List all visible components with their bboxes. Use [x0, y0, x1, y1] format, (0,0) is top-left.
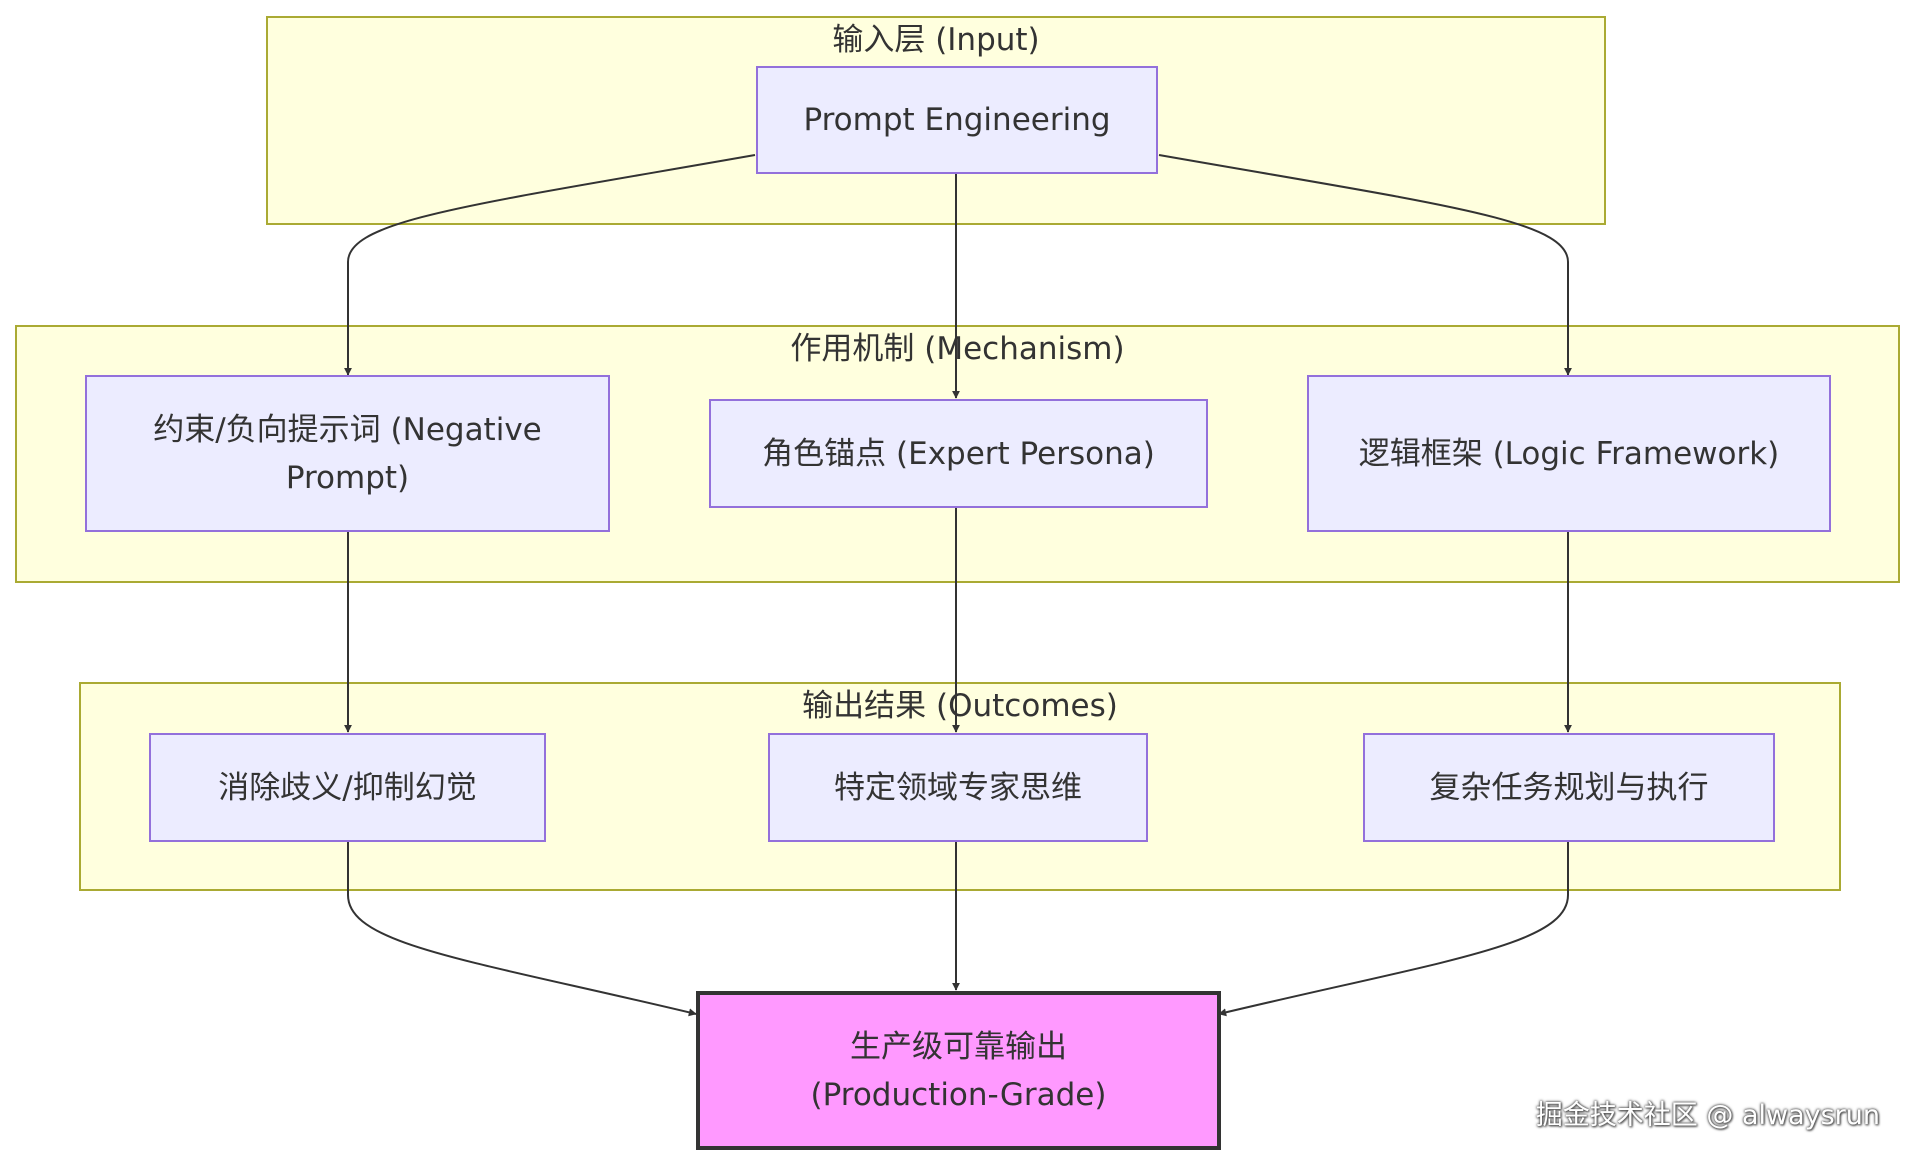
node-production-grade: 生产级可靠输出 (Production-Grade): [696, 991, 1221, 1150]
cluster-mechanism-title: 作用机制 (Mechanism): [790, 331, 1125, 367]
cluster-input-title: 输入层 (Input): [832, 22, 1040, 58]
node-negative-prompt: 约束/负向提示词 (Negative Prompt): [85, 375, 610, 532]
node-production-grade-label: 生产级可靠输出 (Production-Grade): [810, 1028, 1107, 1113]
node-domain-expert-thinking: 特定领域专家思维: [768, 733, 1148, 842]
node-prompt-engineering: Prompt Engineering: [756, 66, 1158, 174]
node-domain-expert-thinking-label: 特定领域专家思维: [834, 769, 1082, 806]
node-expert-persona: 角色锚点 (Expert Persona): [709, 399, 1208, 508]
node-negative-prompt-label: 约束/负向提示词 (Negative Prompt): [153, 411, 542, 496]
cluster-outcomes-title: 输出结果 (Outcomes): [802, 688, 1118, 724]
node-expert-persona-label: 角色锚点 (Expert Persona): [762, 435, 1155, 472]
node-logic-framework: 逻辑框架 (Logic Framework): [1307, 375, 1831, 532]
node-complex-task-planning: 复杂任务规划与执行: [1363, 733, 1775, 842]
watermark: 掘金技术社区 @ alwaysrun: [1535, 1100, 1880, 1131]
node-eliminate-ambiguity-label: 消除歧义/抑制幻觉: [218, 769, 477, 806]
node-complex-task-planning-label: 复杂任务规划与执行: [1429, 769, 1709, 806]
node-prompt-engineering-label: Prompt Engineering: [803, 102, 1111, 138]
node-eliminate-ambiguity: 消除歧义/抑制幻觉: [149, 733, 546, 842]
node-logic-framework-label: 逻辑框架 (Logic Framework): [1358, 435, 1780, 472]
